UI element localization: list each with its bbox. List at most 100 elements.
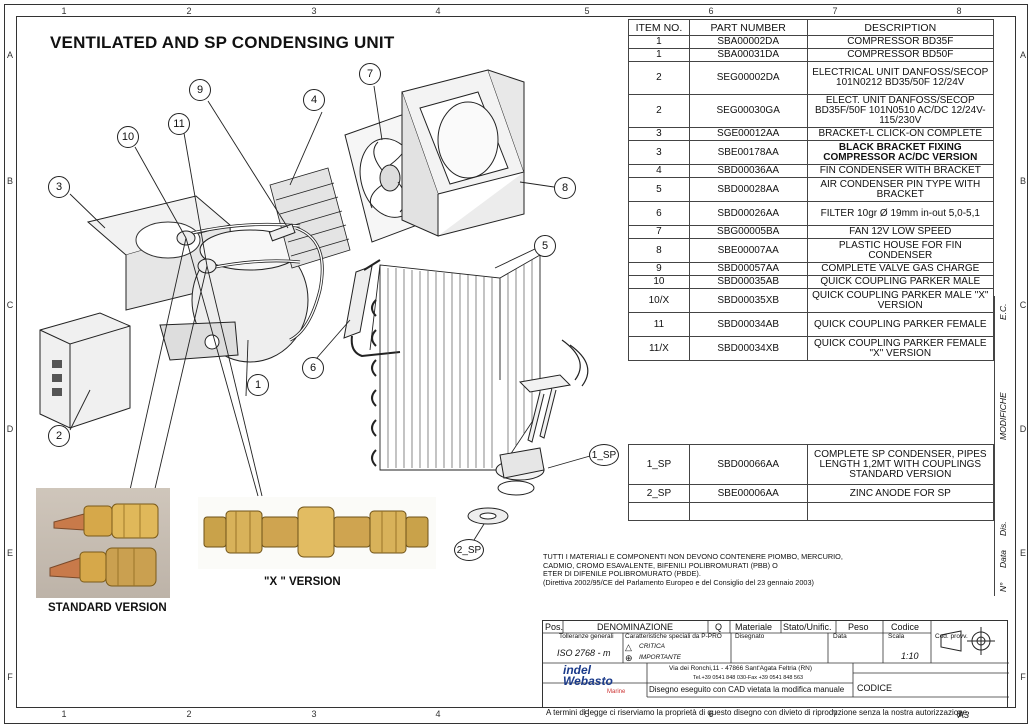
tb-scale-value: 1:10: [901, 651, 919, 661]
item-cell: 5: [628, 177, 690, 202]
zone-column-label: 3: [311, 6, 317, 16]
tb-address: Via dei Ronchi,11 - 47866 Sant'Agata Fel…: [669, 665, 812, 672]
tb-legal: A termini di legge ci riserviamo la prop…: [546, 708, 968, 717]
part-cell: SBD00034XB: [688, 336, 808, 361]
desc-cell: QUICK COUPLING PARKER MALE: [806, 275, 995, 289]
zone-column-label: 5: [584, 709, 590, 719]
item-cell: 10/X: [628, 288, 690, 313]
revision-strip: [994, 296, 1008, 596]
tb-pos: Pos.: [545, 622, 564, 632]
tb-caratteristiche: Caratteristiche speciali da P-PRO: [625, 633, 722, 640]
tb-denominazione: DENOMINAZIONE: [597, 622, 674, 632]
item-cell: 11/X: [628, 336, 690, 361]
part-cell: SBA00031DA: [688, 48, 808, 62]
part-cell: SBA00002DA: [688, 35, 808, 49]
note-line: TUTTI I MATERIALI E COMPONENTI NON DEVON…: [543, 552, 843, 561]
fin-condenser-shape: [269, 167, 351, 269]
tb-importante: IMPORTANTE: [639, 654, 682, 661]
note-line: CADMIO, CROMO ESAVALENTE, BIFENILI POLIB…: [543, 560, 778, 570]
part-cell: SEG00030GA: [688, 94, 808, 128]
item-cell: 3: [628, 140, 690, 165]
callout-9: 9: [189, 79, 211, 101]
desc-cell: AIR CONDENSER PIN TYPE WITH BRACKET: [806, 177, 995, 202]
standard-version-label: STANDARD VERSION: [48, 602, 167, 614]
filter-shape: [343, 259, 401, 358]
callout-5: 5: [534, 235, 556, 257]
zone-column-label: 4: [435, 6, 441, 16]
tb-cod-prov: Cod. provv.: [935, 633, 968, 640]
desc-cell: COMPRESSOR BD35F: [806, 35, 995, 49]
empty-row: [628, 502, 995, 521]
desc-cell: FILTER 10gr Ø 19mm in-out 5,0-5,1: [806, 201, 995, 226]
zone-column-label: 2: [186, 709, 192, 719]
compliance-note: TUTTI I MATERIALI E COMPONENTI NON DEVON…: [543, 552, 863, 587]
desc-cell: COMPLETE SP CONDENSER, PIPES LENGTH 1,2M…: [806, 444, 995, 485]
sp-table: 1_SP SBD00066AA COMPLETE SP CONDENSER, P…: [628, 444, 995, 521]
part-cell: SBD00036AA: [688, 164, 808, 178]
desc-cell: FIN CONDENSER WITH BRACKET: [806, 164, 995, 178]
part-cell: SBD00034AB: [688, 312, 808, 337]
table-row: 2_SP SBE00006AA ZINC ANODE FOR SP: [628, 484, 995, 503]
electrical-unit-shape: [39, 312, 131, 429]
standard-version-photo: [36, 488, 170, 598]
desc-cell: BRACKET-L CLICK-ON COMPLETE: [806, 127, 995, 141]
projection-symbol: [940, 627, 995, 655]
zone-column-label: 4: [435, 709, 441, 719]
zone-row-label: E: [1019, 548, 1026, 558]
side-label-modifiche: MODIFICHE: [998, 392, 1008, 440]
part-cell: SBD00035AB: [688, 275, 808, 289]
tb-importante-symbol: ⊕: [625, 653, 633, 663]
item-cell: 2: [628, 94, 690, 128]
tb-sheet-size: A3: [958, 710, 970, 720]
callout-3: 3: [48, 176, 70, 198]
side-label-ec: E.C.: [998, 303, 1008, 320]
zone-row-label: B: [6, 176, 13, 186]
tb-phone: Tel.+39 0541 848 030-Fax +39 0541 848 56…: [693, 675, 804, 681]
desc-cell: QUICK COUPLING PARKER MALE "X" VERSION: [806, 288, 995, 313]
company-logo: indel Webasto Marine: [563, 663, 626, 695]
callout-6: 6: [302, 357, 324, 379]
part-cell: SBE00006AA: [688, 484, 808, 503]
item-cell: 9: [628, 262, 690, 276]
part-cell: SBE00178AA: [688, 140, 808, 165]
callout-4: 4: [303, 89, 325, 111]
part-cell: SBG00005BA: [688, 225, 808, 239]
part-cell: SBD00028AA: [688, 177, 808, 202]
desc-cell: COMPRESSOR BD50F: [806, 48, 995, 62]
item-cell: 8: [628, 238, 690, 263]
part-cell: SBD00066AA: [688, 444, 808, 485]
desc-cell: ELECT. UNIT DANFOSS/SECOP BD35F/50F 101N…: [806, 94, 995, 128]
zone-row-label: C: [6, 300, 14, 310]
tb-critica-symbol: △: [625, 642, 632, 652]
drawing-title: VENTILATED AND SP CONDENSING UNIT: [50, 33, 395, 52]
tb-iso: ISO 2768 - m: [557, 648, 611, 658]
tb-codice: Codice: [891, 622, 920, 632]
header-description: DESCRIPTION: [806, 19, 995, 36]
item-cell: 1_SP: [628, 444, 690, 485]
plastic-house-shape: [401, 69, 525, 237]
sp-condenser-shape: [495, 339, 589, 496]
item-cell: 3: [628, 127, 690, 141]
air-condenser-shape: [369, 254, 541, 471]
zone-row-label: B: [1019, 176, 1026, 186]
callout-7: 7: [359, 63, 381, 85]
tb-scala: Scala: [888, 633, 905, 640]
zone-column-label: 8: [956, 709, 962, 719]
note-line: (Direttiva 2002/95/CE del Parlamento Eur…: [543, 577, 814, 587]
callout-11: 11: [168, 113, 190, 135]
item-cell: 11: [628, 312, 690, 337]
